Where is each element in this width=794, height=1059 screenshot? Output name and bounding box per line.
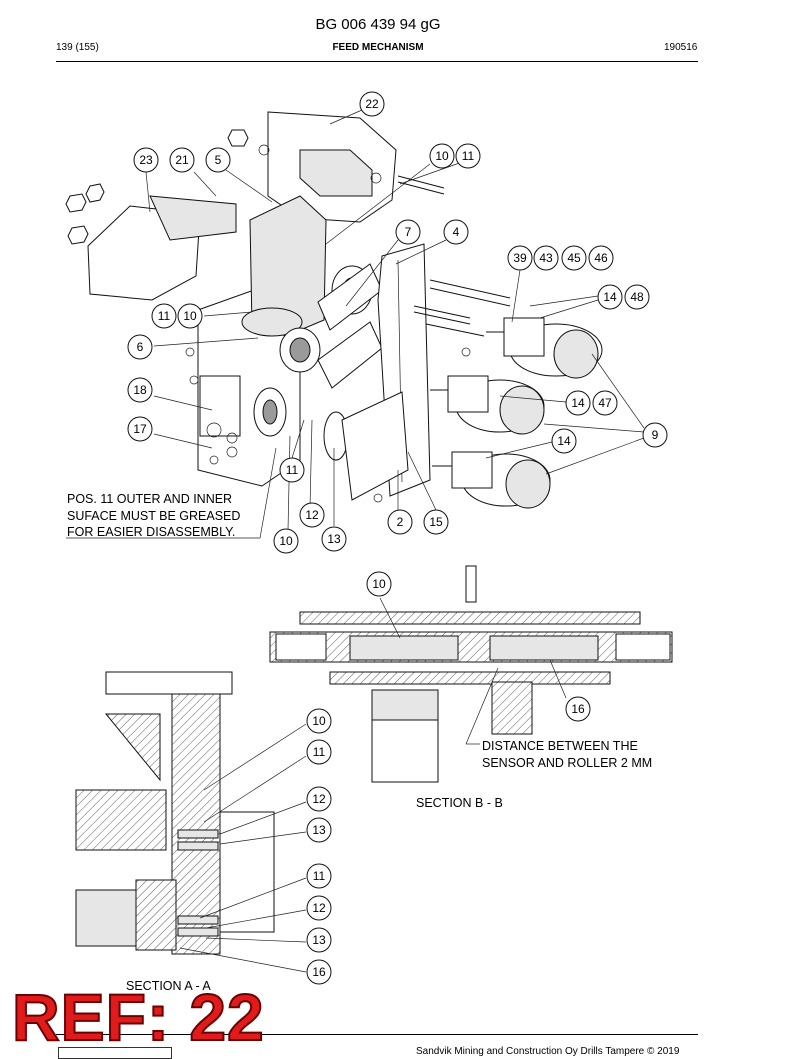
svg-text:14: 14 <box>603 290 617 304</box>
callout-4: 4 <box>443 219 469 245</box>
section-title: FEED MECHANISM <box>332 42 424 53</box>
callout-16: 16 <box>565 696 591 722</box>
callout-46: 46 <box>588 245 614 271</box>
callout-14: 14 <box>597 284 623 310</box>
svg-text:46: 46 <box>594 251 608 265</box>
callout-48: 48 <box>624 284 650 310</box>
callout-11: 11 <box>306 863 332 889</box>
ref-badge: REF: 22 <box>11 980 265 1054</box>
callout-10: 10 <box>429 143 455 169</box>
svg-text:7: 7 <box>405 225 412 239</box>
callout-11: 11 <box>151 303 177 329</box>
svg-text:11: 11 <box>313 745 326 759</box>
section-a-a-label: SECTION A - A <box>126 979 211 993</box>
svg-text:13: 13 <box>312 823 326 837</box>
svg-text:23: 23 <box>139 153 153 167</box>
svg-text:11: 11 <box>462 149 475 163</box>
callout-13: 13 <box>321 526 347 552</box>
callout-22: 22 <box>359 91 385 117</box>
footer-copyright: Sandvik Mining and Construction Oy Drill… <box>416 1046 680 1057</box>
svg-text:22: 22 <box>365 97 379 111</box>
callout-13: 13 <box>306 927 332 953</box>
svg-text:12: 12 <box>312 792 326 806</box>
callout-14: 14 <box>551 428 577 454</box>
callout-2: 2 <box>387 509 413 535</box>
svg-text:16: 16 <box>571 702 585 716</box>
svg-text:15: 15 <box>429 515 443 529</box>
callout-6: 6 <box>127 334 153 360</box>
svg-text:18: 18 <box>133 383 147 397</box>
callout-10: 10 <box>366 571 392 597</box>
svg-text:16: 16 <box>312 965 326 979</box>
svg-text:5: 5 <box>215 153 222 167</box>
callout-21: 21 <box>169 147 195 173</box>
svg-text:2: 2 <box>397 515 404 529</box>
callout-11: 11 <box>306 739 332 765</box>
grease-note-line-3: FOR EASIER DISASSEMBLY. <box>67 525 235 539</box>
svg-text:10: 10 <box>435 149 449 163</box>
callout-9: 9 <box>642 422 668 448</box>
callout-45: 45 <box>561 245 587 271</box>
svg-text:47: 47 <box>598 396 612 410</box>
callout-14: 14 <box>565 390 591 416</box>
callout-11: 11 <box>455 143 481 169</box>
exploded-leaders <box>66 109 645 539</box>
callout-47: 47 <box>592 390 618 416</box>
svg-text:12: 12 <box>305 508 319 522</box>
grease-note-line-2: SUFACE MUST BE GREASED <box>67 509 240 523</box>
callout-12: 12 <box>306 786 332 812</box>
callout-23: 23 <box>133 147 159 173</box>
callout-10: 10 <box>177 303 203 329</box>
sensor-note-line-1: DISTANCE BETWEEN THE <box>482 739 638 753</box>
svg-text:10: 10 <box>279 534 293 548</box>
svg-text:13: 13 <box>327 532 341 546</box>
callout-17: 17 <box>127 416 153 442</box>
callout-12: 12 <box>299 502 325 528</box>
section-b-b-drawing <box>269 565 673 783</box>
svg-text:11: 11 <box>158 309 171 323</box>
date-code: 190516 <box>664 42 698 53</box>
svg-text:39: 39 <box>513 251 527 265</box>
svg-text:45: 45 <box>567 251 581 265</box>
svg-text:10: 10 <box>372 577 386 591</box>
callout-10: 10 <box>273 528 299 554</box>
svg-text:21: 21 <box>175 153 189 167</box>
svg-text:48: 48 <box>630 290 644 304</box>
callout-11: 11 <box>279 457 305 483</box>
svg-text:4: 4 <box>453 225 460 239</box>
grease-note-line-1: POS. 11 OUTER AND INNER <box>67 492 232 506</box>
document-id: BG 006 439 94 gG <box>315 16 441 33</box>
svg-text:13: 13 <box>312 933 326 947</box>
section-a-a-drawing <box>75 671 307 973</box>
callout-43: 43 <box>533 245 559 271</box>
footer-rule <box>56 1034 698 1035</box>
callout-5: 5 <box>205 147 231 173</box>
svg-text:10: 10 <box>312 714 326 728</box>
page-number: 139 (155) <box>56 42 99 53</box>
sensor-note-line-2: SENSOR AND ROLLER 2 MM <box>482 756 652 770</box>
svg-text:10: 10 <box>183 309 197 323</box>
callout-39: 39 <box>507 245 533 271</box>
svg-text:11: 11 <box>313 869 326 883</box>
exploded-view <box>65 111 603 509</box>
svg-text:6: 6 <box>137 340 144 354</box>
callout-7: 7 <box>395 219 421 245</box>
callout-10: 10 <box>306 708 332 734</box>
section-b-b-label: SECTION B - B <box>416 796 503 810</box>
svg-text:14: 14 <box>557 434 571 448</box>
callout-12: 12 <box>306 895 332 921</box>
svg-text:43: 43 <box>539 251 553 265</box>
callout-13: 13 <box>306 817 332 843</box>
svg-text:12: 12 <box>312 901 326 915</box>
callout-16: 16 <box>306 959 332 985</box>
header-rule <box>56 61 698 62</box>
svg-text:11: 11 <box>286 463 299 477</box>
callout-18: 18 <box>127 377 153 403</box>
callout-15: 15 <box>423 509 449 535</box>
svg-text:14: 14 <box>571 396 585 410</box>
svg-text:9: 9 <box>652 428 659 442</box>
svg-text:17: 17 <box>133 422 147 436</box>
